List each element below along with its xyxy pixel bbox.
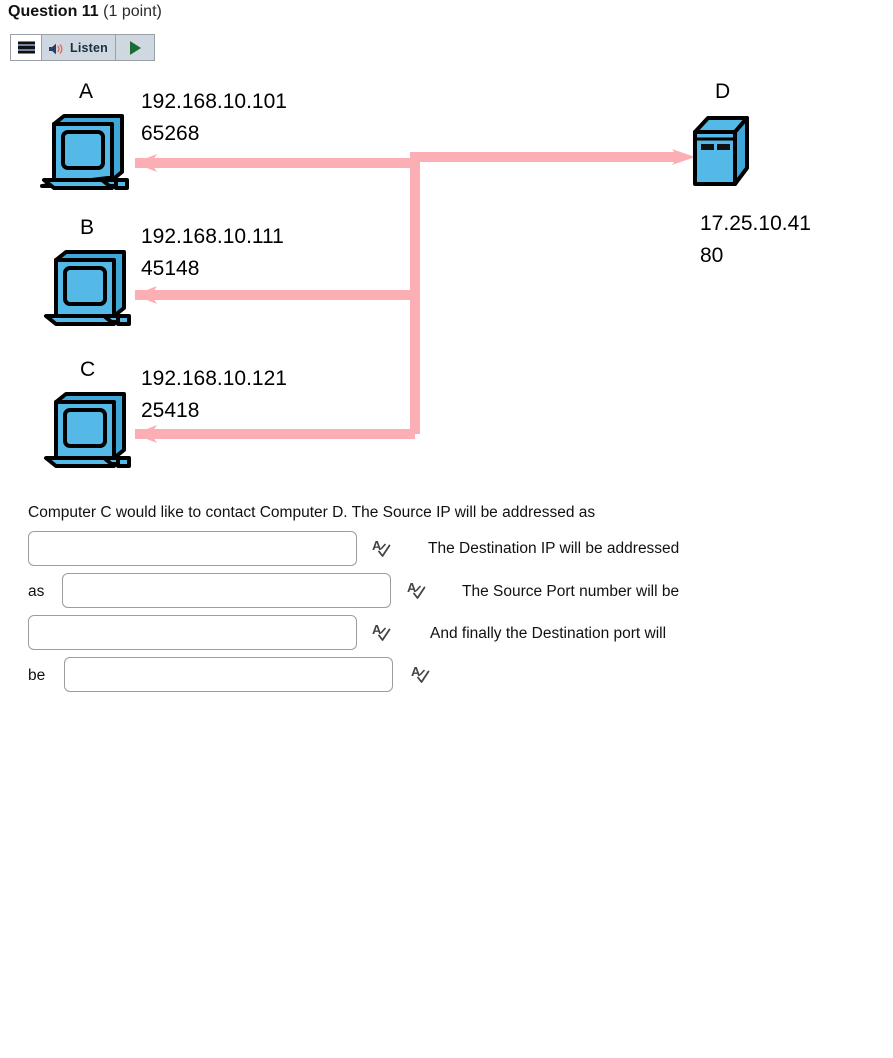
source-port-input[interactable] [28,615,357,650]
svg-text:A: A [411,664,421,679]
node-label-a: A [79,80,94,103]
listen-button[interactable]: Listen [42,35,117,60]
network-links [134,149,695,443]
fragment-be: be [28,667,46,684]
question-points: (1 point) [103,3,162,20]
hamburger-menu-icon [17,41,35,54]
svg-text:A: A [372,622,382,637]
play-triangle-icon [129,40,141,55]
node-port-b: 45148 [141,257,200,280]
menu-button[interactable] [11,35,42,60]
node-port-c: 25418 [141,399,200,422]
node-port-d: 80 [700,244,724,267]
node-address-c: 192.168.10.121 25418 [141,363,287,427]
desktop-computer-icon [38,388,132,472]
node-address-a: 192.168.10.101 65268 [141,86,287,150]
spellcheck-icon[interactable]: A [410,664,432,686]
listen-button-label: Listen [70,40,109,55]
speaker-icon [49,42,65,54]
listen-toolbar: Listen [10,34,156,61]
node-address-d: 17.25.10.41 80 [700,208,811,272]
node-port-a: 65268 [141,122,200,145]
node-ip-b: 192.168.10.111 [141,225,284,248]
fragment-source-port: The Source Port number will be [462,583,680,600]
destination-ip-input[interactable] [62,573,391,608]
network-diagram: A 192.168.10.101 65268 [0,68,893,488]
destination-port-input[interactable] [64,657,393,692]
node-ip-a: 192.168.10.101 [141,90,287,113]
source-ip-input[interactable] [28,531,357,566]
node-ip-d: 17.25.10.41 [700,212,811,235]
fragment-destination-ip: The Destination IP will be addressed [428,540,680,557]
play-button[interactable] [116,35,155,60]
page-title: Question 11 (1 point) [8,2,162,22]
spellcheck-icon[interactable]: A [371,622,393,644]
spellcheck-icon[interactable]: A [371,538,393,560]
fragment-as: as [28,583,45,600]
node-label-c: C [80,358,96,381]
fragment-destination-port: And finally the Destination port will [430,625,667,642]
spellcheck-icon[interactable] [371,1036,393,1058]
svg-text:A: A [372,538,382,553]
node-label-b: B [80,216,95,239]
server-tower-icon [690,110,752,188]
desktop-computer-icon [38,246,132,330]
node-address-b: 192.168.10.111 45148 [141,221,284,285]
desktop-computer-icon [36,110,130,194]
node-label-d: D [715,80,731,103]
spellcheck-icon[interactable]: A [406,580,428,602]
question-prompt: Computer C would like to contact Compute… [28,504,596,521]
question-number: Question 11 [8,3,99,20]
node-ip-c: 192.168.10.121 [141,367,287,390]
svg-text:A: A [407,580,417,595]
